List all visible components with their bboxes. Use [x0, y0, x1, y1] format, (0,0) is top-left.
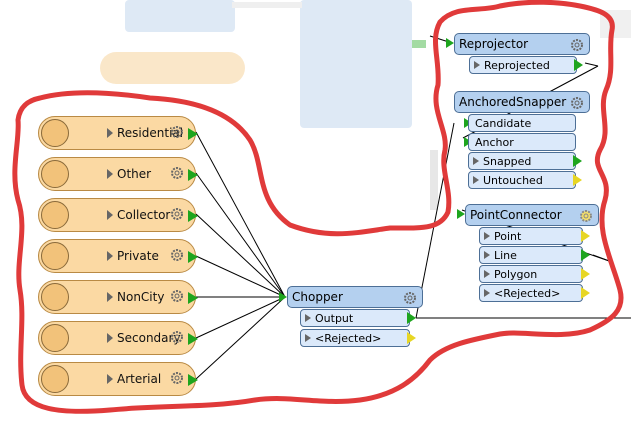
port-label: Reprojected: [484, 59, 550, 72]
port-label: <Rejected>: [494, 287, 561, 300]
gear-icon[interactable]: [578, 208, 594, 224]
table-icon: [41, 365, 69, 393]
anchoredsnapper-port-anchor[interactable]: Anchor: [468, 133, 576, 151]
reader-label: Private: [117, 249, 159, 263]
output-port-arrow[interactable]: [188, 210, 198, 222]
reader-label: Collector: [117, 208, 171, 222]
output-port-arrow[interactable]: [573, 155, 582, 167]
reader-label: Arterial: [117, 372, 162, 386]
table-icon: [41, 201, 69, 229]
reprojector-input-port[interactable]: [446, 38, 454, 48]
output-port-arrow[interactable]: [574, 59, 583, 71]
gear-icon[interactable]: [569, 95, 585, 111]
expand-triangle-icon[interactable]: [474, 61, 480, 69]
table-icon: [41, 242, 69, 270]
port-label: Line: [494, 249, 517, 262]
gear-icon[interactable]: [169, 329, 185, 345]
output-port-arrow[interactable]: [188, 251, 198, 263]
transformer-title: AnchoredSnapper: [459, 95, 567, 109]
reprojector-transformer[interactable]: Reprojector: [454, 33, 590, 55]
port-label: Candidate: [475, 117, 532, 130]
annotation-outline: [12, 0, 624, 414]
expand-triangle-icon[interactable]: [484, 232, 490, 240]
port-label: Anchor: [475, 136, 514, 149]
expand-triangle-icon[interactable]: [305, 314, 311, 322]
transformer-title: Reprojector: [459, 37, 529, 51]
table-icon: [41, 119, 69, 147]
reader-label: Secondary: [117, 331, 181, 345]
output-port-arrow[interactable]: [581, 268, 590, 280]
reader-node-residential[interactable]: Residential: [38, 116, 198, 150]
pointconnector-port-rejected[interactable]: <Rejected>: [479, 284, 583, 302]
expand-triangle-icon[interactable]: [107, 128, 113, 138]
expand-triangle-icon[interactable]: [473, 176, 479, 184]
transformer-title: PointConnector: [470, 208, 562, 222]
output-port-arrow[interactable]: [188, 292, 198, 304]
port-label: <Rejected>: [315, 332, 382, 345]
output-port-arrow[interactable]: [581, 249, 590, 261]
chopper-input-port[interactable]: [279, 292, 287, 302]
anchoredsnapper-port-candidate[interactable]: Candidate: [468, 114, 576, 132]
transformer-title: Chopper: [292, 290, 343, 304]
output-port-arrow[interactable]: [188, 128, 198, 140]
rejected-port-arrow[interactable]: [407, 332, 416, 344]
gear-icon[interactable]: [169, 247, 185, 263]
anchoredsnapper-port-snapped[interactable]: Snapped: [468, 152, 576, 170]
gear-icon[interactable]: [169, 124, 185, 140]
output-port-arrow[interactable]: [407, 312, 416, 324]
reader-node-arterial[interactable]: Arterial: [38, 362, 198, 396]
pointconnector-transformer[interactable]: PointConnector: [465, 204, 599, 226]
output-port-arrow[interactable]: [188, 169, 198, 181]
reader-node-other[interactable]: Other: [38, 157, 198, 191]
expand-triangle-icon[interactable]: [484, 270, 490, 278]
output-port-arrow[interactable]: [581, 230, 590, 242]
expand-triangle-icon[interactable]: [107, 251, 113, 261]
reader-node-private[interactable]: Private: [38, 239, 198, 273]
output-port-arrow[interactable]: [188, 333, 198, 345]
reader-label: Other: [117, 167, 152, 181]
anchoredsnapper-transformer[interactable]: AnchoredSnapper: [454, 91, 590, 113]
reader-node-noncity[interactable]: NonCity: [38, 280, 198, 314]
reader-node-collector[interactable]: Collector: [38, 198, 198, 232]
reader-node-secondary[interactable]: Secondary: [38, 321, 198, 355]
expand-triangle-icon[interactable]: [107, 292, 113, 302]
pointconnector-port-polygon[interactable]: Polygon: [479, 265, 583, 283]
expand-triangle-icon[interactable]: [484, 289, 490, 297]
gear-icon[interactable]: [169, 288, 185, 304]
reader-label: Residential: [117, 126, 184, 140]
output-port-arrow[interactable]: [188, 374, 198, 386]
gear-icon[interactable]: [169, 370, 185, 386]
rejected-port-arrow[interactable]: [581, 287, 590, 299]
pointconnector-port-line[interactable]: Line: [479, 246, 583, 264]
table-icon: [41, 324, 69, 352]
port-label: Point: [494, 230, 522, 243]
expand-triangle-icon[interactable]: [107, 210, 113, 220]
expand-triangle-icon[interactable]: [107, 374, 113, 384]
chopper-transformer[interactable]: Chopper: [287, 286, 423, 308]
blurred-workspace: [100, 0, 631, 210]
gear-icon[interactable]: [402, 290, 418, 306]
reader-label: NonCity: [117, 290, 165, 304]
port-label: Untouched: [483, 174, 543, 187]
port-label: Snapped: [483, 155, 532, 168]
chopper-port-output[interactable]: Output: [300, 309, 410, 327]
expand-triangle-icon[interactable]: [107, 333, 113, 343]
expand-triangle-icon[interactable]: [473, 157, 479, 165]
gear-icon[interactable]: [169, 165, 185, 181]
anchoredsnapper-port-untouched[interactable]: Untouched: [468, 171, 576, 189]
table-icon: [41, 160, 69, 188]
chopper-port-rejected[interactable]: <Rejected>: [300, 329, 410, 347]
table-icon: [41, 283, 69, 311]
expand-triangle-icon[interactable]: [305, 334, 311, 342]
expand-triangle-icon[interactable]: [107, 169, 113, 179]
port-label: Output: [315, 312, 354, 325]
port-label: Polygon: [494, 268, 538, 281]
gear-icon[interactable]: [569, 37, 585, 53]
expand-triangle-icon[interactable]: [484, 251, 490, 259]
reprojector-port-reprojected[interactable]: Reprojected: [469, 56, 577, 74]
output-port-arrow[interactable]: [573, 174, 582, 186]
pointconnector-port-point[interactable]: Point: [479, 227, 583, 245]
pointconnector-input-port[interactable]: [457, 209, 465, 219]
gear-icon[interactable]: [169, 206, 185, 222]
